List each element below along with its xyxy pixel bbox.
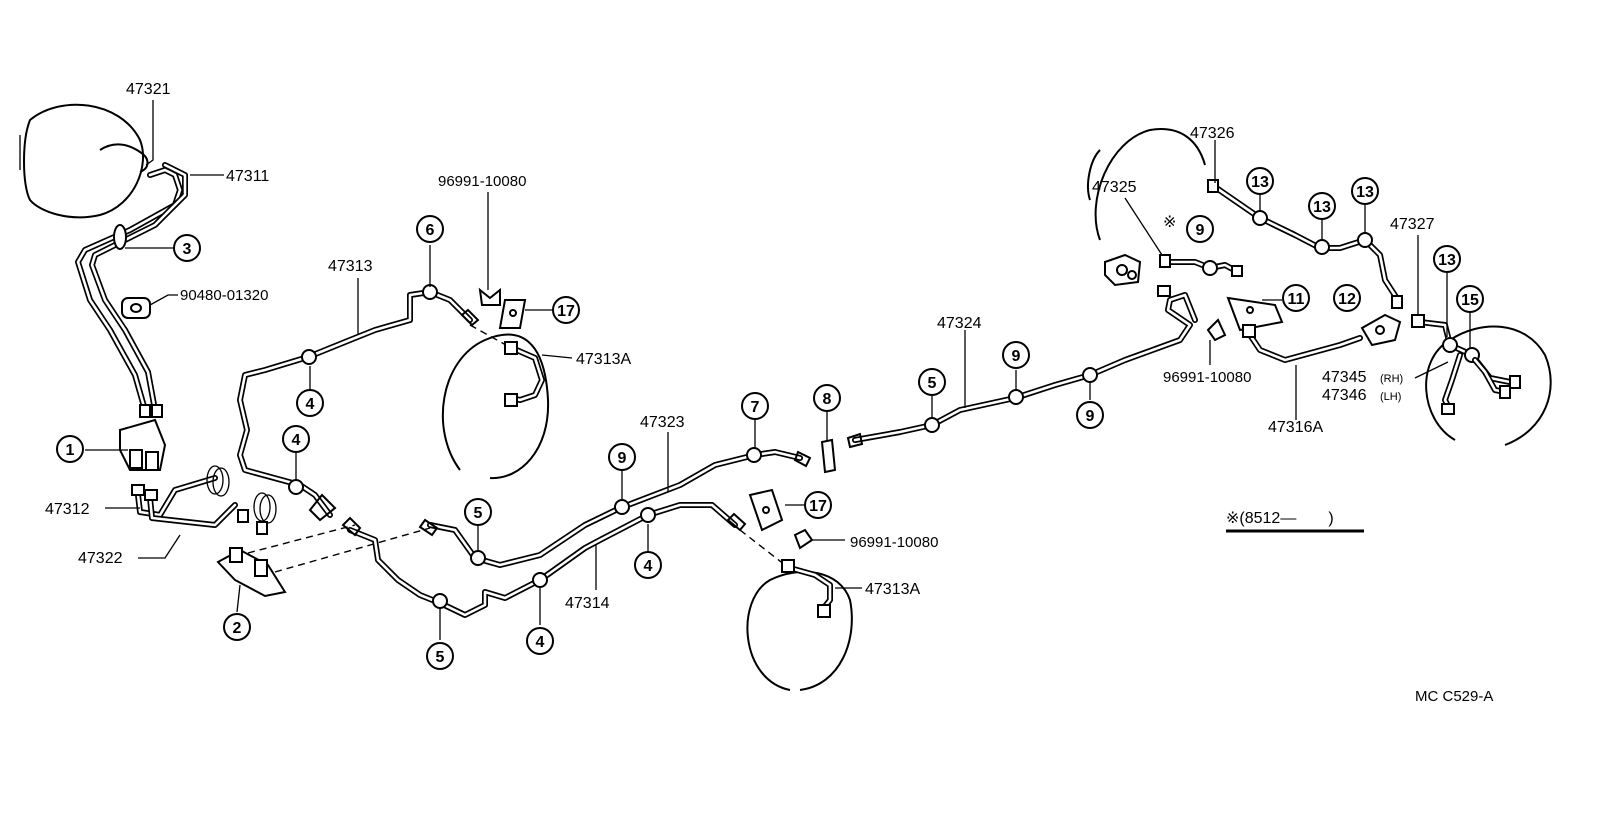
line-47314 <box>341 502 747 618</box>
part-47313A-lower: 47313A <box>865 581 920 598</box>
callout-15: 15 <box>1461 292 1479 309</box>
line-47323 <box>418 447 812 568</box>
drum-47313A-upper <box>441 333 573 480</box>
part-47321: 47321 <box>126 81 171 98</box>
brake-booster <box>19 103 149 219</box>
callout-17: 17 <box>809 498 827 515</box>
line-47327 <box>1411 235 1521 415</box>
part-47346: 47346 <box>1322 387 1367 404</box>
callout-13: 13 <box>1251 174 1269 191</box>
rear-drum-right <box>1425 325 1552 446</box>
coil-lines <box>131 465 277 535</box>
rear-drum-upper <box>1087 128 1206 241</box>
part-47314: 47314 <box>565 595 610 612</box>
callout-12: 12 <box>1338 291 1356 308</box>
callout-11: 11 <box>1288 291 1305 308</box>
callout-9: 9 <box>618 450 627 467</box>
callout-2: 2 <box>233 620 242 637</box>
part-47311: 47311 <box>226 168 269 185</box>
callout-13: 13 <box>1438 252 1456 269</box>
callout-9: 9 <box>1012 348 1021 365</box>
callout-4: 4 <box>306 396 315 413</box>
proportioning-valve <box>85 418 167 471</box>
part-90480-01320: 90480-01320 <box>180 287 268 304</box>
part-47324: 47324 <box>937 315 982 332</box>
grommet-part <box>121 294 178 319</box>
pipe-bundle-master <box>75 162 188 418</box>
callout-4: 4 <box>644 558 653 575</box>
callout-4: 4 <box>292 432 301 449</box>
date-range-note: ※(8512― ) <box>1226 510 1334 527</box>
line-47325 <box>1124 197 1243 277</box>
part-47326: 47326 <box>1190 125 1235 142</box>
callout-7: 7 <box>751 399 760 416</box>
part-47316A: 47316A <box>1268 419 1323 436</box>
part-47322: 47322 <box>78 550 123 567</box>
line-47313 <box>237 284 480 522</box>
callout-5: 5 <box>436 649 445 666</box>
callout-9: 9 <box>1086 408 1095 425</box>
part-47325: 47325 <box>1092 179 1137 196</box>
part-96991-10080-b: 96991-10080 <box>850 534 938 551</box>
callout-3: 3 <box>183 241 192 258</box>
wheel-cylinder-rear <box>1104 253 1142 287</box>
part-47323: 47323 <box>640 414 685 431</box>
bracket-11 <box>1226 296 1284 332</box>
drum-47313A-lower <box>746 559 862 691</box>
callout-6: 6 <box>426 222 435 239</box>
figure-code: MC C529-A <box>1415 688 1493 705</box>
callout-5: 5 <box>474 505 483 522</box>
bracket-8 <box>820 412 837 474</box>
part-96991-10080-c: 96991-10080 <box>1163 369 1251 386</box>
clip-96991-b <box>748 488 845 550</box>
callout-5: 5 <box>928 375 937 392</box>
line-47326 <box>1207 140 1403 309</box>
part-47345-side: (RH) <box>1380 373 1403 385</box>
part-47346-side: (LH) <box>1380 391 1401 403</box>
asterisk-marker: ※ <box>1163 214 1176 231</box>
part-47313A-upper: 47313A <box>576 351 631 368</box>
clip-96991-c <box>1206 318 1227 365</box>
clip-96991-a <box>478 192 553 329</box>
part-47312: 47312 <box>45 501 90 518</box>
callout-17: 17 <box>557 303 575 320</box>
part-47345: 47345 <box>1322 369 1367 386</box>
part-96991-10080-a: 96991-10080 <box>438 173 526 190</box>
callout-1: 1 <box>66 442 75 459</box>
callout-13: 13 <box>1356 184 1374 201</box>
callout-8: 8 <box>823 391 832 408</box>
part-47327: 47327 <box>1390 216 1435 233</box>
callout-4: 4 <box>536 634 545 651</box>
hose-47316A <box>1242 313 1402 420</box>
tee-valve <box>216 547 287 613</box>
callout-13: 13 <box>1313 199 1331 216</box>
part-47313: 47313 <box>328 258 373 275</box>
callout-9: 9 <box>1196 222 1205 239</box>
callout-markers <box>56 167 1484 670</box>
